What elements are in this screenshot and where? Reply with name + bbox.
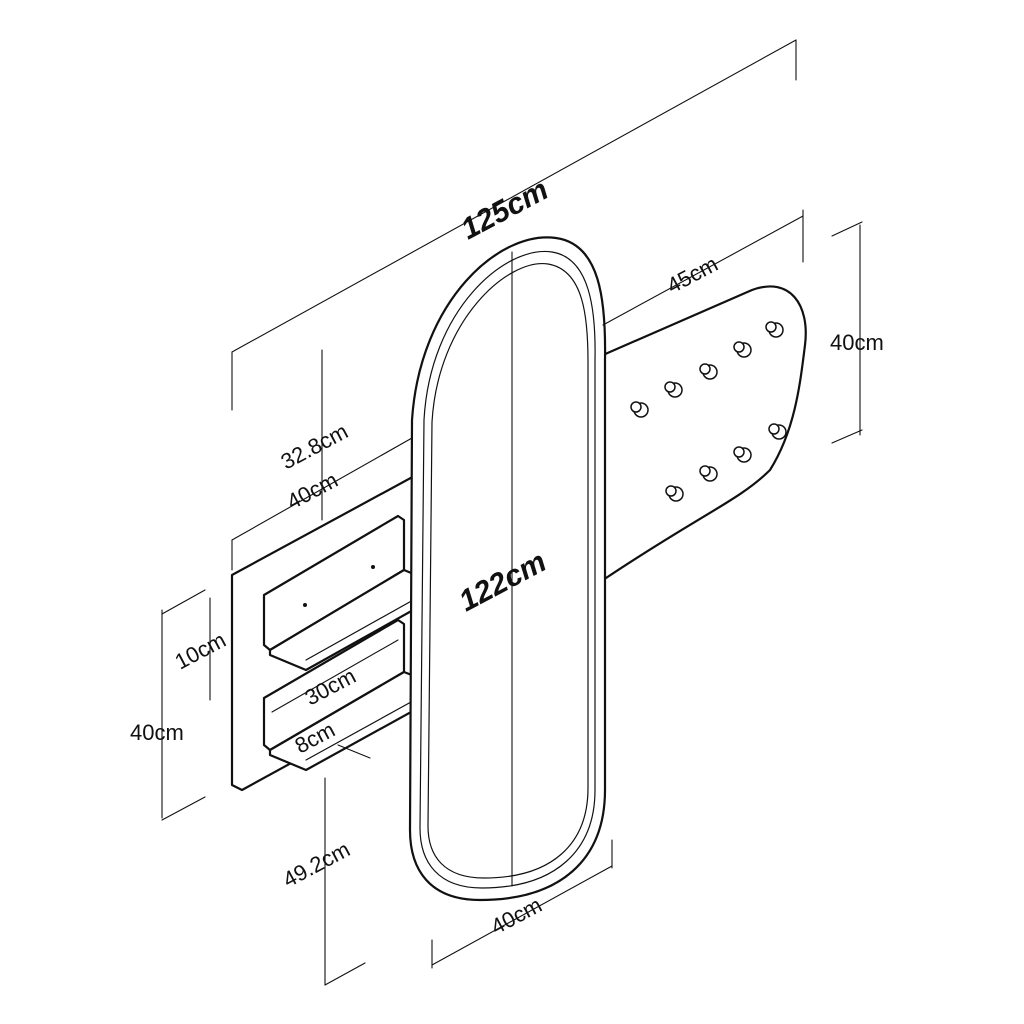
peg-icon <box>733 341 752 358</box>
shelf-top-offset-label: 32.8cm <box>277 418 352 474</box>
mirror <box>408 236 607 902</box>
dimension-lines <box>161 39 863 986</box>
peg-icon <box>765 321 784 338</box>
peg-icon <box>699 363 718 380</box>
peg-icon <box>699 465 718 482</box>
shelf-panel-width-label: 40cm <box>283 467 342 514</box>
shelf-spacing-label: 10cm <box>171 627 230 674</box>
hook-panel <box>601 285 807 582</box>
peg-icon <box>733 446 752 463</box>
lower-shelf <box>262 618 442 772</box>
hook-panel-width-label: 45cm <box>663 251 722 298</box>
shelf-unit <box>230 472 442 792</box>
hook-pegs <box>630 321 787 502</box>
peg-icon <box>664 381 683 398</box>
peg-icon <box>665 485 684 502</box>
peg-icon <box>630 401 649 418</box>
hook-panel-height-label: 40cm <box>830 330 884 355</box>
shelf-panel-height-label: 40cm <box>130 720 184 745</box>
total-width-label: 125cm <box>456 173 554 246</box>
peg-icon <box>768 423 787 440</box>
shelf-bottom-offset-label: 49.2cm <box>279 836 354 892</box>
